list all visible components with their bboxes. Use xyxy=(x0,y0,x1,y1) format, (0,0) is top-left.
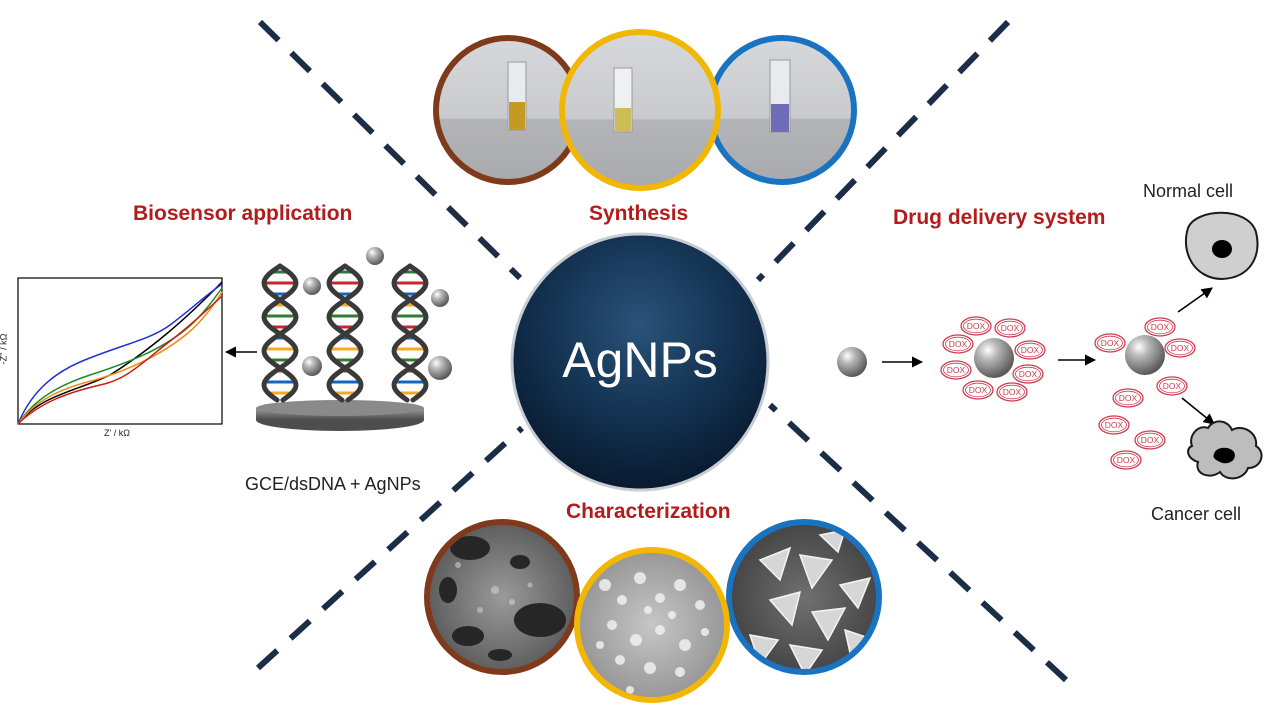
dox-tag: DOX xyxy=(1012,364,1044,384)
section-title-biosensor: Biosensor application xyxy=(133,202,353,225)
dna-helix-icon xyxy=(326,263,364,403)
dox-tag: DOX xyxy=(1094,333,1126,353)
synthesis-photo-3 xyxy=(707,35,857,185)
dox-tag-label: DOX xyxy=(1001,323,1020,333)
nanoparticle-icon xyxy=(837,347,867,377)
synthesis-photos xyxy=(433,29,857,191)
dox-tag: DOX xyxy=(1110,450,1142,470)
center-title: AgNPs xyxy=(562,332,718,388)
synthesis-photo-1 xyxy=(433,35,583,185)
dna-strands xyxy=(261,263,429,403)
characterization-images xyxy=(424,519,882,703)
nanoparticle-release-icon xyxy=(1125,335,1165,375)
dox-tag: DOX xyxy=(994,318,1026,338)
plot-curve-orange xyxy=(17,291,223,425)
impedance-plot xyxy=(17,277,257,425)
dashed-line-top-right xyxy=(755,19,1011,283)
nanoparticle-icon xyxy=(428,356,452,380)
sem-image-1 xyxy=(424,519,580,675)
plot-xlabel: Z' / kΩ xyxy=(104,428,130,438)
cancer-cell-label: Cancer cell xyxy=(1151,504,1242,524)
dox-tag-label: DOX xyxy=(1019,369,1038,379)
electrode-assembly xyxy=(256,247,452,431)
plot-ylabel: -Z'' / kΩ xyxy=(0,333,9,365)
section-title-characterization: Characterization xyxy=(566,500,731,523)
nanoparticle-icon xyxy=(303,277,321,295)
dox-tag: DOX xyxy=(1144,317,1176,337)
dox-tag: DOX xyxy=(1098,415,1130,435)
section-title-synthesis: Synthesis xyxy=(589,202,689,225)
nanoparticle-icon xyxy=(366,247,384,265)
dox-tag-label: DOX xyxy=(1119,393,1138,403)
dox-tag-label: DOX xyxy=(1163,381,1182,391)
arrow-icon xyxy=(1177,287,1213,313)
dox-tag-label: DOX xyxy=(1171,343,1190,353)
dox-tag: DOX xyxy=(996,382,1028,402)
dashed-divider-lines xyxy=(255,19,1069,683)
dox-tag-label: DOX xyxy=(1003,387,1022,397)
dna-helix-icon xyxy=(391,263,429,403)
cancer-cell-icon xyxy=(1187,420,1263,480)
dashed-line-bottom-right xyxy=(767,402,1069,683)
dox-tag: DOX xyxy=(1156,376,1188,396)
dox-tag-label: DOX xyxy=(1021,345,1040,355)
nanoparticle-icon xyxy=(302,356,322,376)
dox-tag-label: DOX xyxy=(1105,420,1124,430)
section-title-drug-delivery: Drug delivery system xyxy=(893,206,1106,229)
dox-tag: DOX xyxy=(942,334,974,354)
synthesis-photo-2 xyxy=(559,29,721,191)
normal-cell-icon xyxy=(1184,211,1259,281)
sem-image-2 xyxy=(574,547,730,703)
dox-tag: DOX xyxy=(940,360,972,380)
arrow-icon xyxy=(1181,397,1215,425)
dox-tag: DOX xyxy=(962,380,994,400)
dox-tag-label: DOX xyxy=(1151,322,1170,332)
dashed-line-bottom-left xyxy=(255,425,525,671)
plot-curve-red xyxy=(17,295,223,425)
nanoparticle-loaded-icon xyxy=(974,338,1014,378)
plot-curve-blue xyxy=(17,283,223,425)
nanoparticle-icon xyxy=(431,289,449,307)
dox-tag-label: DOX xyxy=(1101,338,1120,348)
dox-tag: DOX xyxy=(1134,430,1166,450)
dox-tag-label: DOX xyxy=(949,339,968,349)
dox-tag-label: DOX xyxy=(947,365,966,375)
dox-tag-label: DOX xyxy=(967,321,986,331)
dna-helix-icon xyxy=(261,263,299,403)
center-circle xyxy=(510,232,770,492)
dox-tag-label: DOX xyxy=(969,385,988,395)
dox-tag: DOX xyxy=(1014,340,1046,360)
dashed-line-top-left xyxy=(257,19,523,281)
normal-cell-label: Normal cell xyxy=(1143,181,1234,201)
sem-image-3 xyxy=(726,519,882,675)
dox-tag-label: DOX xyxy=(1117,455,1136,465)
dox-tag: DOX xyxy=(960,316,992,336)
electrode-label: GCE/dsDNA + AgNPs xyxy=(245,474,421,494)
dox-tag: DOX xyxy=(1112,388,1144,408)
dox-tags-released: DOX DOX DOX DOX DOX DOX DOX DOX xyxy=(1094,317,1196,470)
dox-tag-label: DOX xyxy=(1141,435,1160,445)
dox-tag: DOX xyxy=(1164,338,1196,358)
silver-nanoparticles xyxy=(302,247,452,380)
